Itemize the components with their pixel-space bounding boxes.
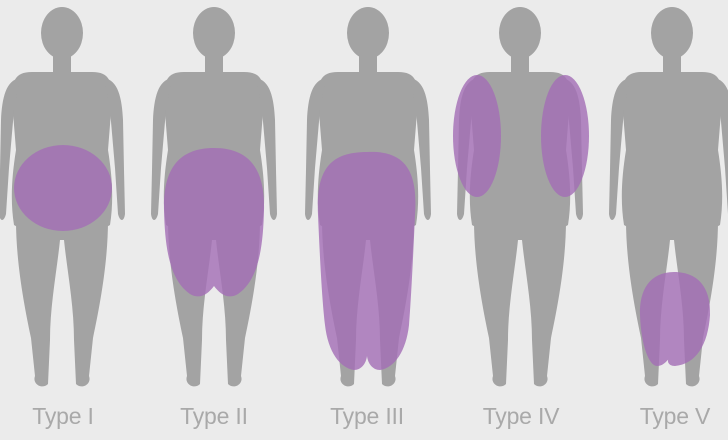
fat-region-type-4-left [453, 75, 501, 197]
label-type-2: Type II [139, 403, 289, 430]
label-type-5: Type V [600, 403, 728, 430]
label-type-1: Type I [0, 403, 138, 430]
fat-region-type-4-right [541, 75, 589, 197]
fat-region-type-2 [164, 148, 264, 296]
fat-region-type-3 [318, 152, 416, 370]
label-type-3: Type III [292, 403, 442, 430]
label-type-4: Type IV [446, 403, 596, 430]
fat-region-type-1 [14, 145, 112, 231]
